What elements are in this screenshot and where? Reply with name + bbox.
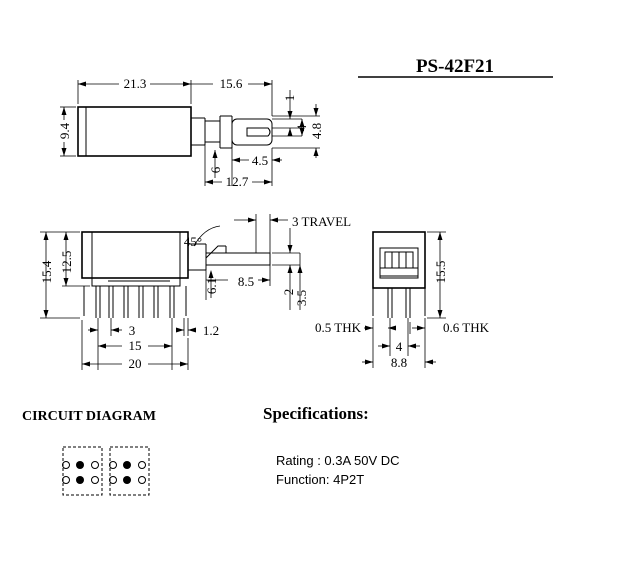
- end-view: 15.5 0.5 THK 0.6 THK 4 8.8: [315, 231, 490, 370]
- dim-4-5: 4.5: [252, 153, 268, 168]
- dim-8-5: 8.5: [238, 274, 254, 289]
- side-view: 45° 3 TRAVEL 15.4 12.5 6.1 8.5: [39, 214, 351, 371]
- dim-1-2: 1.2: [203, 323, 219, 338]
- dim-3-pitch: 3: [129, 323, 136, 338]
- dim-20: 20: [129, 356, 142, 371]
- dim-3-5: 3.5: [294, 290, 309, 306]
- dim-15-4: 15.4: [39, 260, 54, 283]
- circuit-diagram-heading: CIRCUIT DIAGRAM: [22, 409, 156, 424]
- dim-4: 4: [294, 124, 309, 131]
- top-view-plunger: [231, 118, 273, 146]
- spec-rating: Rating : 0.3A 50V DC: [276, 453, 400, 468]
- dim-9-4: 9.4: [57, 122, 72, 139]
- dim-3-travel: 3 TRAVEL: [292, 214, 351, 229]
- dim-1: 1: [282, 95, 297, 102]
- dim-4-8: 4.8: [309, 123, 324, 139]
- part-number-title: PS-42F21: [416, 56, 494, 77]
- dim-8-8: 8.8: [391, 355, 407, 370]
- dim-0-5-thk: 0.5 THK: [315, 320, 362, 335]
- side-view-body: [81, 231, 189, 279]
- dim-15-5: 15.5: [433, 261, 448, 284]
- dim-2: 2: [281, 289, 296, 296]
- dim-6-1: 6.1: [204, 278, 219, 294]
- specifications-heading: Specifications:: [263, 404, 369, 423]
- dim-12-7: 12.7: [226, 174, 249, 189]
- top-view-body: [77, 106, 192, 157]
- dim-4-end: 4: [396, 339, 403, 354]
- dim-21-3: 21.3: [124, 76, 147, 91]
- dim-15-6: 15.6: [220, 76, 243, 91]
- spec-function: Function: 4P2T: [276, 472, 364, 487]
- dim-0-6-thk: 0.6 THK: [443, 320, 490, 335]
- dim-6: 6: [208, 166, 223, 173]
- circuit-diagram: [62, 446, 150, 496]
- dim-15: 15: [129, 338, 142, 353]
- end-view-body: [372, 231, 426, 289]
- side-view-plunger: [205, 252, 271, 266]
- dim-45-deg: 45°: [184, 234, 202, 249]
- dim-12-5: 12.5: [59, 251, 74, 274]
- top-view: 21.3 15.6 9.4 1 4 4.: [57, 76, 324, 189]
